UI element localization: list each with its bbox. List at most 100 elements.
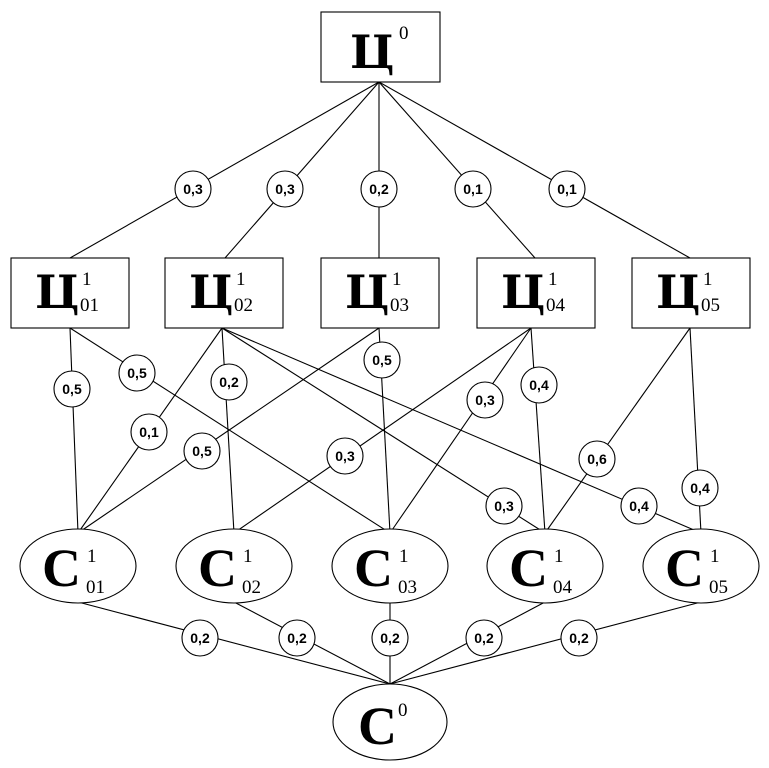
weight-top-4-label: 0,1 (463, 181, 483, 197)
goal-1-subscript: 01 (80, 295, 99, 316)
edge-goal-4-to-strategy-2 (233, 327, 532, 534)
weight-goal-1-strategy-1-circle (53, 370, 91, 408)
strategy-node-2-ellipse (175, 528, 293, 604)
weight-bottom-4: 0,2 (465, 619, 503, 657)
weight-goal-5-strategy-4-label: 0,6 (587, 451, 607, 467)
strategy-4-letter: С (509, 538, 548, 598)
weight-goal-4-strategy-2-label: 0,3 (335, 448, 355, 464)
weight-bottom-4-circle (465, 619, 503, 657)
weight-goal-3-strategy-3: 0,5 (363, 341, 401, 379)
goal-5-subscript: 05 (701, 295, 720, 316)
strategy-3-letter: С (354, 538, 393, 598)
strategy-3-superscript: 1 (399, 546, 409, 567)
weight-goal-2-strategy-4: 0,3 (485, 487, 523, 525)
weight-goal-2-strategy-2: 0,2 (210, 363, 248, 401)
weight-bottom-5-label: 0,2 (569, 630, 589, 646)
weight-goal-3-strategy-3-circle (363, 341, 401, 379)
edge-goal-5-to-strategy-4 (544, 327, 691, 534)
weight-goal-2-strategy-4-label: 0,3 (494, 498, 514, 514)
strategy-1-superscript: 1 (87, 546, 97, 567)
weight-goal-2-strategy-5-label: 0,4 (629, 498, 649, 514)
goal-node-1-box (10, 257, 130, 329)
strategy-5-letter: С (665, 538, 704, 598)
weight-bottom-3-label: 0,2 (380, 630, 400, 646)
edge-goal-3-to-strategy-1 (77, 327, 380, 534)
strategy-node-1-ellipse (19, 528, 137, 604)
weight-top-1-label: 0,3 (183, 181, 203, 197)
weight-top-2-circle (266, 170, 304, 208)
weight-goal-3-strategy-1: 0,5 (183, 432, 221, 470)
goal-1-superscript: 1 (82, 269, 92, 290)
strategy-5-superscript: 1 (710, 546, 720, 567)
strategy-node-3-ellipse (331, 528, 449, 604)
strategy-node-5-ellipse (642, 528, 760, 604)
weight-bottom-5: 0,2 (560, 619, 598, 657)
weight-top-3: 0,2 (360, 170, 398, 208)
weight-goal-2-strategy-2-label: 0,2 (219, 374, 239, 390)
weight-goal-4-strategy-4-circle (520, 366, 558, 404)
strategy-bottom-superscript: 0 (398, 700, 408, 721)
edge-goal-1-to-strategy-1 (69, 327, 79, 534)
weight-bottom-2-circle (278, 619, 316, 657)
strategy-4-superscript: 1 (554, 546, 564, 567)
strategy-2-superscript: 1 (243, 546, 253, 567)
weight-goal-5-strategy-5: 0,4 (681, 469, 719, 507)
strategy-node-bottom-ellipse (332, 683, 448, 761)
goal-node-4-box (476, 257, 596, 329)
strategy-4-subscript: 04 (553, 577, 573, 598)
edge-goal-4-to-strategy-4 (530, 327, 546, 534)
weight-goal-4-strategy-4: 0,4 (520, 366, 558, 404)
goal-3-subscript: 03 (390, 295, 409, 316)
edge-top-to-goal-1 (69, 81, 380, 259)
weight-bottom-1-label: 0,2 (190, 630, 210, 646)
edge-top-to-goal-4 (378, 81, 536, 259)
strategy-5-subscript: 05 (709, 577, 728, 598)
weight-top-5: 0,1 (548, 170, 586, 208)
edge-goal-4-to-strategy-3 (389, 327, 532, 534)
strategy-2-letter: С (198, 538, 237, 598)
weight-bottom-2: 0,2 (278, 619, 316, 657)
goal-5-superscript: 1 (703, 269, 713, 290)
weight-top-4: 0,1 (454, 170, 492, 208)
goal-3-superscript: 1 (392, 269, 402, 290)
strategy-1-subscript: 01 (86, 577, 105, 598)
edge-top-to-goal-2 (224, 81, 380, 259)
weight-bottom-3-circle (371, 619, 409, 657)
goal-4-subscript: 04 (546, 295, 566, 316)
edge-goal-2-to-strategy-5 (221, 327, 702, 534)
weight-bottom-5-circle (560, 619, 598, 657)
weight-goal-1-strategy-3-circle (118, 354, 156, 392)
weight-goal-2-strategy-5-circle (620, 487, 658, 525)
weight-bottom-4-label: 0,2 (474, 630, 494, 646)
edge-goal-1-to-strategy-3 (69, 327, 391, 534)
goal-node-5-box (631, 257, 751, 329)
strategy-node-4-ellipse (486, 528, 604, 604)
weight-goal-5-strategy-4: 0,6 (578, 440, 616, 478)
weight-top-2: 0,3 (266, 170, 304, 208)
weight-top-1: 0,3 (174, 170, 212, 208)
weight-goal-4-strategy-2-circle (326, 437, 364, 475)
weight-goal-3-strategy-1-label: 0,5 (192, 443, 212, 459)
goal-top-letter: Ц (350, 25, 394, 79)
edge-strategy-1-to-bottom (77, 601, 391, 685)
weight-bottom-2-label: 0,2 (287, 630, 307, 646)
weight-goal-4-strategy-3-circle (466, 381, 504, 419)
goal-2-subscript: 02 (234, 295, 253, 316)
weight-goal-4-strategy-4-label: 0,4 (529, 377, 549, 393)
weight-goal-1-strategy-1-label: 0,5 (62, 381, 82, 397)
weight-goal-3-strategy-3-label: 0,5 (372, 352, 392, 368)
weight-bottom-1: 0,2 (181, 619, 219, 657)
weight-top-5-label: 0,1 (557, 181, 577, 197)
weight-goal-2-strategy-2-circle (210, 363, 248, 401)
